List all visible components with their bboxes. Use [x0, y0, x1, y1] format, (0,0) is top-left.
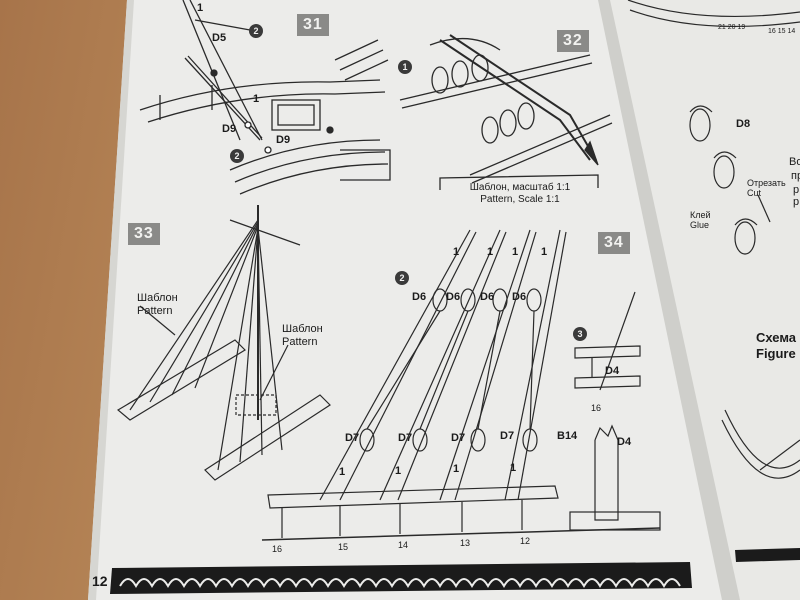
label-b14: B14 [557, 430, 578, 442]
label-d9-b: D9 [276, 134, 291, 146]
right-partial-ru-1: Во [789, 156, 800, 168]
label-34-rail-1d: 1 [510, 462, 517, 474]
label-glue: Клей Glue [690, 210, 711, 230]
label-d6-b: D6 [446, 291, 461, 303]
label-d7-a: D7 [345, 432, 360, 444]
panel-32-drawing [399, 34, 613, 184]
template-caption-en: Pattern, Scale 1:1 [480, 194, 560, 205]
label-31-1a: 1 [197, 2, 204, 14]
label-d4-a: D4 [605, 365, 620, 377]
right-page-drawing [627, 0, 800, 479]
right-partial-ru-3: р [793, 184, 800, 196]
right-scheme-heading: Схема Figure [756, 330, 796, 362]
callout-34-2: 2 [395, 271, 409, 285]
label-d6-d: D6 [512, 291, 527, 303]
right-partial-ru-2: пр [791, 170, 800, 182]
label-d7-d: D7 [500, 430, 515, 442]
label-d7-c: D7 [451, 432, 466, 444]
label-34-12: 12 [520, 536, 531, 546]
label-34-rail-1b: 1 [395, 465, 402, 477]
panel-number-33: 33 [128, 223, 160, 245]
pattern-33-right: Шаблон Pattern [282, 323, 323, 349]
label-d4-b: D4 [617, 436, 632, 448]
label-31-1b: 1 [253, 93, 260, 105]
page-gutter-shadow [595, 0, 740, 600]
label-34-16b: 16 [591, 403, 602, 413]
pattern-33-left-ru: Шаблон [137, 292, 178, 304]
pattern-33-right-en: Pattern [282, 336, 318, 348]
label-d6-a: D6 [412, 291, 427, 303]
right-partial-ru-4: р [793, 196, 800, 208]
label-d8: D8 [736, 118, 751, 130]
right-scheme-heading-ru: Схема [756, 330, 797, 345]
label-34-14: 14 [398, 540, 409, 550]
label-34-15: 15 [338, 542, 349, 552]
label-cut-ru: Отрезать [747, 178, 786, 188]
main-page-sheet [88, 0, 722, 600]
label-d6-c: D6 [480, 291, 495, 303]
wave-border-band [110, 562, 692, 594]
label-34-top-1c: 1 [512, 246, 519, 258]
label-cut-en: Cut [747, 188, 762, 198]
main-page-edge [88, 0, 134, 600]
label-d5: D5 [212, 32, 227, 44]
panel-31-drawing [139, 0, 391, 195]
label-d9-a: D9 [222, 123, 237, 135]
label-34-top-1b: 1 [487, 246, 494, 258]
pattern-33-left: Шаблон Pattern [137, 292, 178, 318]
label-34-top-1d: 1 [541, 246, 548, 258]
panel-number-34: 34 [598, 232, 630, 254]
panel-34-drawing [261, 229, 661, 541]
label-glue-ru: Клей [690, 210, 711, 220]
right-page-sheet [600, 0, 800, 600]
callout-32-1: 1 [398, 60, 412, 74]
label-34-16: 16 [272, 544, 283, 554]
panel-number-31: 31 [297, 14, 329, 36]
label-34-13: 13 [460, 538, 471, 548]
panel-33-drawing [116, 205, 331, 481]
label-34-rail-1a: 1 [339, 466, 346, 478]
callout-34-3: 3 [573, 327, 587, 341]
right-page-rope-band [735, 548, 800, 562]
right-ruler-numbers-a: 21 20 19 [718, 24, 746, 31]
label-d7-b: D7 [398, 432, 413, 444]
template-caption-ru: Шаблон, масштаб 1:1 [469, 182, 571, 193]
right-scheme-heading-en: Figure [756, 346, 796, 361]
callout-31-2a: 2 [249, 24, 263, 38]
template-caption: Шаблон, масштаб 1:1 Pattern, Scale 1:1 [444, 182, 596, 206]
callout-31-2b: 2 [230, 149, 244, 163]
panel-number-32: 32 [557, 30, 589, 52]
label-cut: Отрезать Cut [747, 178, 786, 198]
label-glue-en: Glue [690, 220, 710, 230]
page-number: 12 [92, 573, 108, 589]
template-frame [439, 174, 599, 190]
label-34-top-1a: 1 [453, 246, 460, 258]
label-34-rail-1c: 1 [453, 463, 460, 475]
pattern-33-right-ru: Шаблон [282, 323, 323, 335]
pattern-33-left-en: Pattern [137, 305, 173, 317]
right-ruler-numbers-b: 16 15 14 [768, 28, 796, 35]
